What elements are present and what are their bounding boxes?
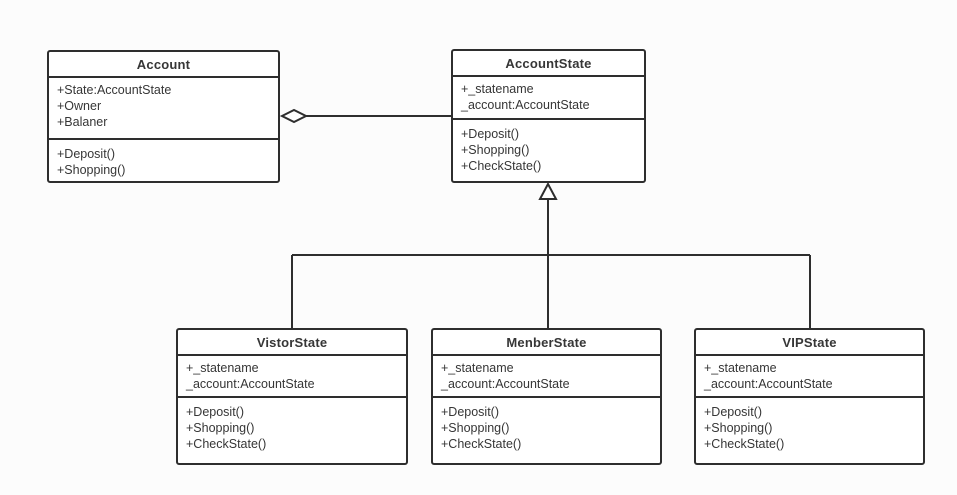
attribute: +_statename [186, 361, 259, 375]
attribute: _account:AccountState [704, 377, 833, 391]
method: +Shopping() [704, 421, 773, 435]
method: +CheckState() [186, 437, 267, 451]
attribute: +_statename [461, 82, 534, 96]
method: +CheckState() [704, 437, 785, 451]
attribute: _account:AccountState [186, 377, 315, 391]
attribute: +_statename [704, 361, 777, 375]
attribute: _account:AccountState [441, 377, 570, 391]
class-title: AccountState [453, 51, 644, 77]
attribute: +State:AccountState [57, 83, 172, 97]
class-methods: +Deposit() +Shopping() +CheckState() [178, 398, 406, 463]
class-methods: +Deposit() +Shopping() +CheckState() [453, 120, 644, 181]
class-box-vistor-state: VistorState +_statename _account:Account… [176, 328, 408, 465]
class-attributes: +_statename _account:AccountState [433, 356, 660, 398]
class-attributes: +_statename _account:AccountState [696, 356, 923, 398]
method: +Deposit() [57, 147, 116, 161]
attribute: +Owner [57, 99, 102, 113]
class-title: VIPState [696, 330, 923, 356]
class-methods: +Deposit() +Shopping() +CheckState() [696, 398, 923, 463]
class-attributes: +_statename _account:AccountState [178, 356, 406, 398]
class-title: VistorState [178, 330, 406, 356]
method: +Deposit() [704, 405, 763, 419]
method: +Shopping() [186, 421, 255, 435]
class-title: Account [49, 52, 278, 78]
attribute: +Balaner [57, 115, 108, 129]
class-box-account: Account +State:AccountState +Owner +Bala… [47, 50, 280, 183]
method: +CheckState() [461, 159, 542, 173]
aggregation-diamond-icon [279, 108, 309, 124]
method: +Shopping() [441, 421, 510, 435]
method: +Shopping() [57, 163, 126, 177]
class-attributes: +State:AccountState +Owner +Balaner [49, 78, 278, 140]
class-box-menber-state: MenberState +_statename _account:Account… [431, 328, 662, 465]
method: +Deposit() [186, 405, 245, 419]
inheritance-triangle-icon [538, 181, 558, 200]
method: +Shopping() [461, 143, 530, 157]
attribute: +_statename [441, 361, 514, 375]
method: +Deposit() [441, 405, 500, 419]
class-box-vip-state: VIPState +_statename _account:AccountSta… [694, 328, 925, 465]
attribute: _account:AccountState [461, 98, 590, 112]
class-methods: +Deposit() +Shopping() [49, 140, 278, 181]
method: +CheckState() [441, 437, 522, 451]
class-methods: +Deposit() +Shopping() +CheckState() [433, 398, 660, 463]
class-attributes: +_statename _account:AccountState [453, 77, 644, 120]
class-title: MenberState [433, 330, 660, 356]
method: +Deposit() [461, 127, 520, 141]
class-box-account-state: AccountState +_statename _account:Accoun… [451, 49, 646, 183]
